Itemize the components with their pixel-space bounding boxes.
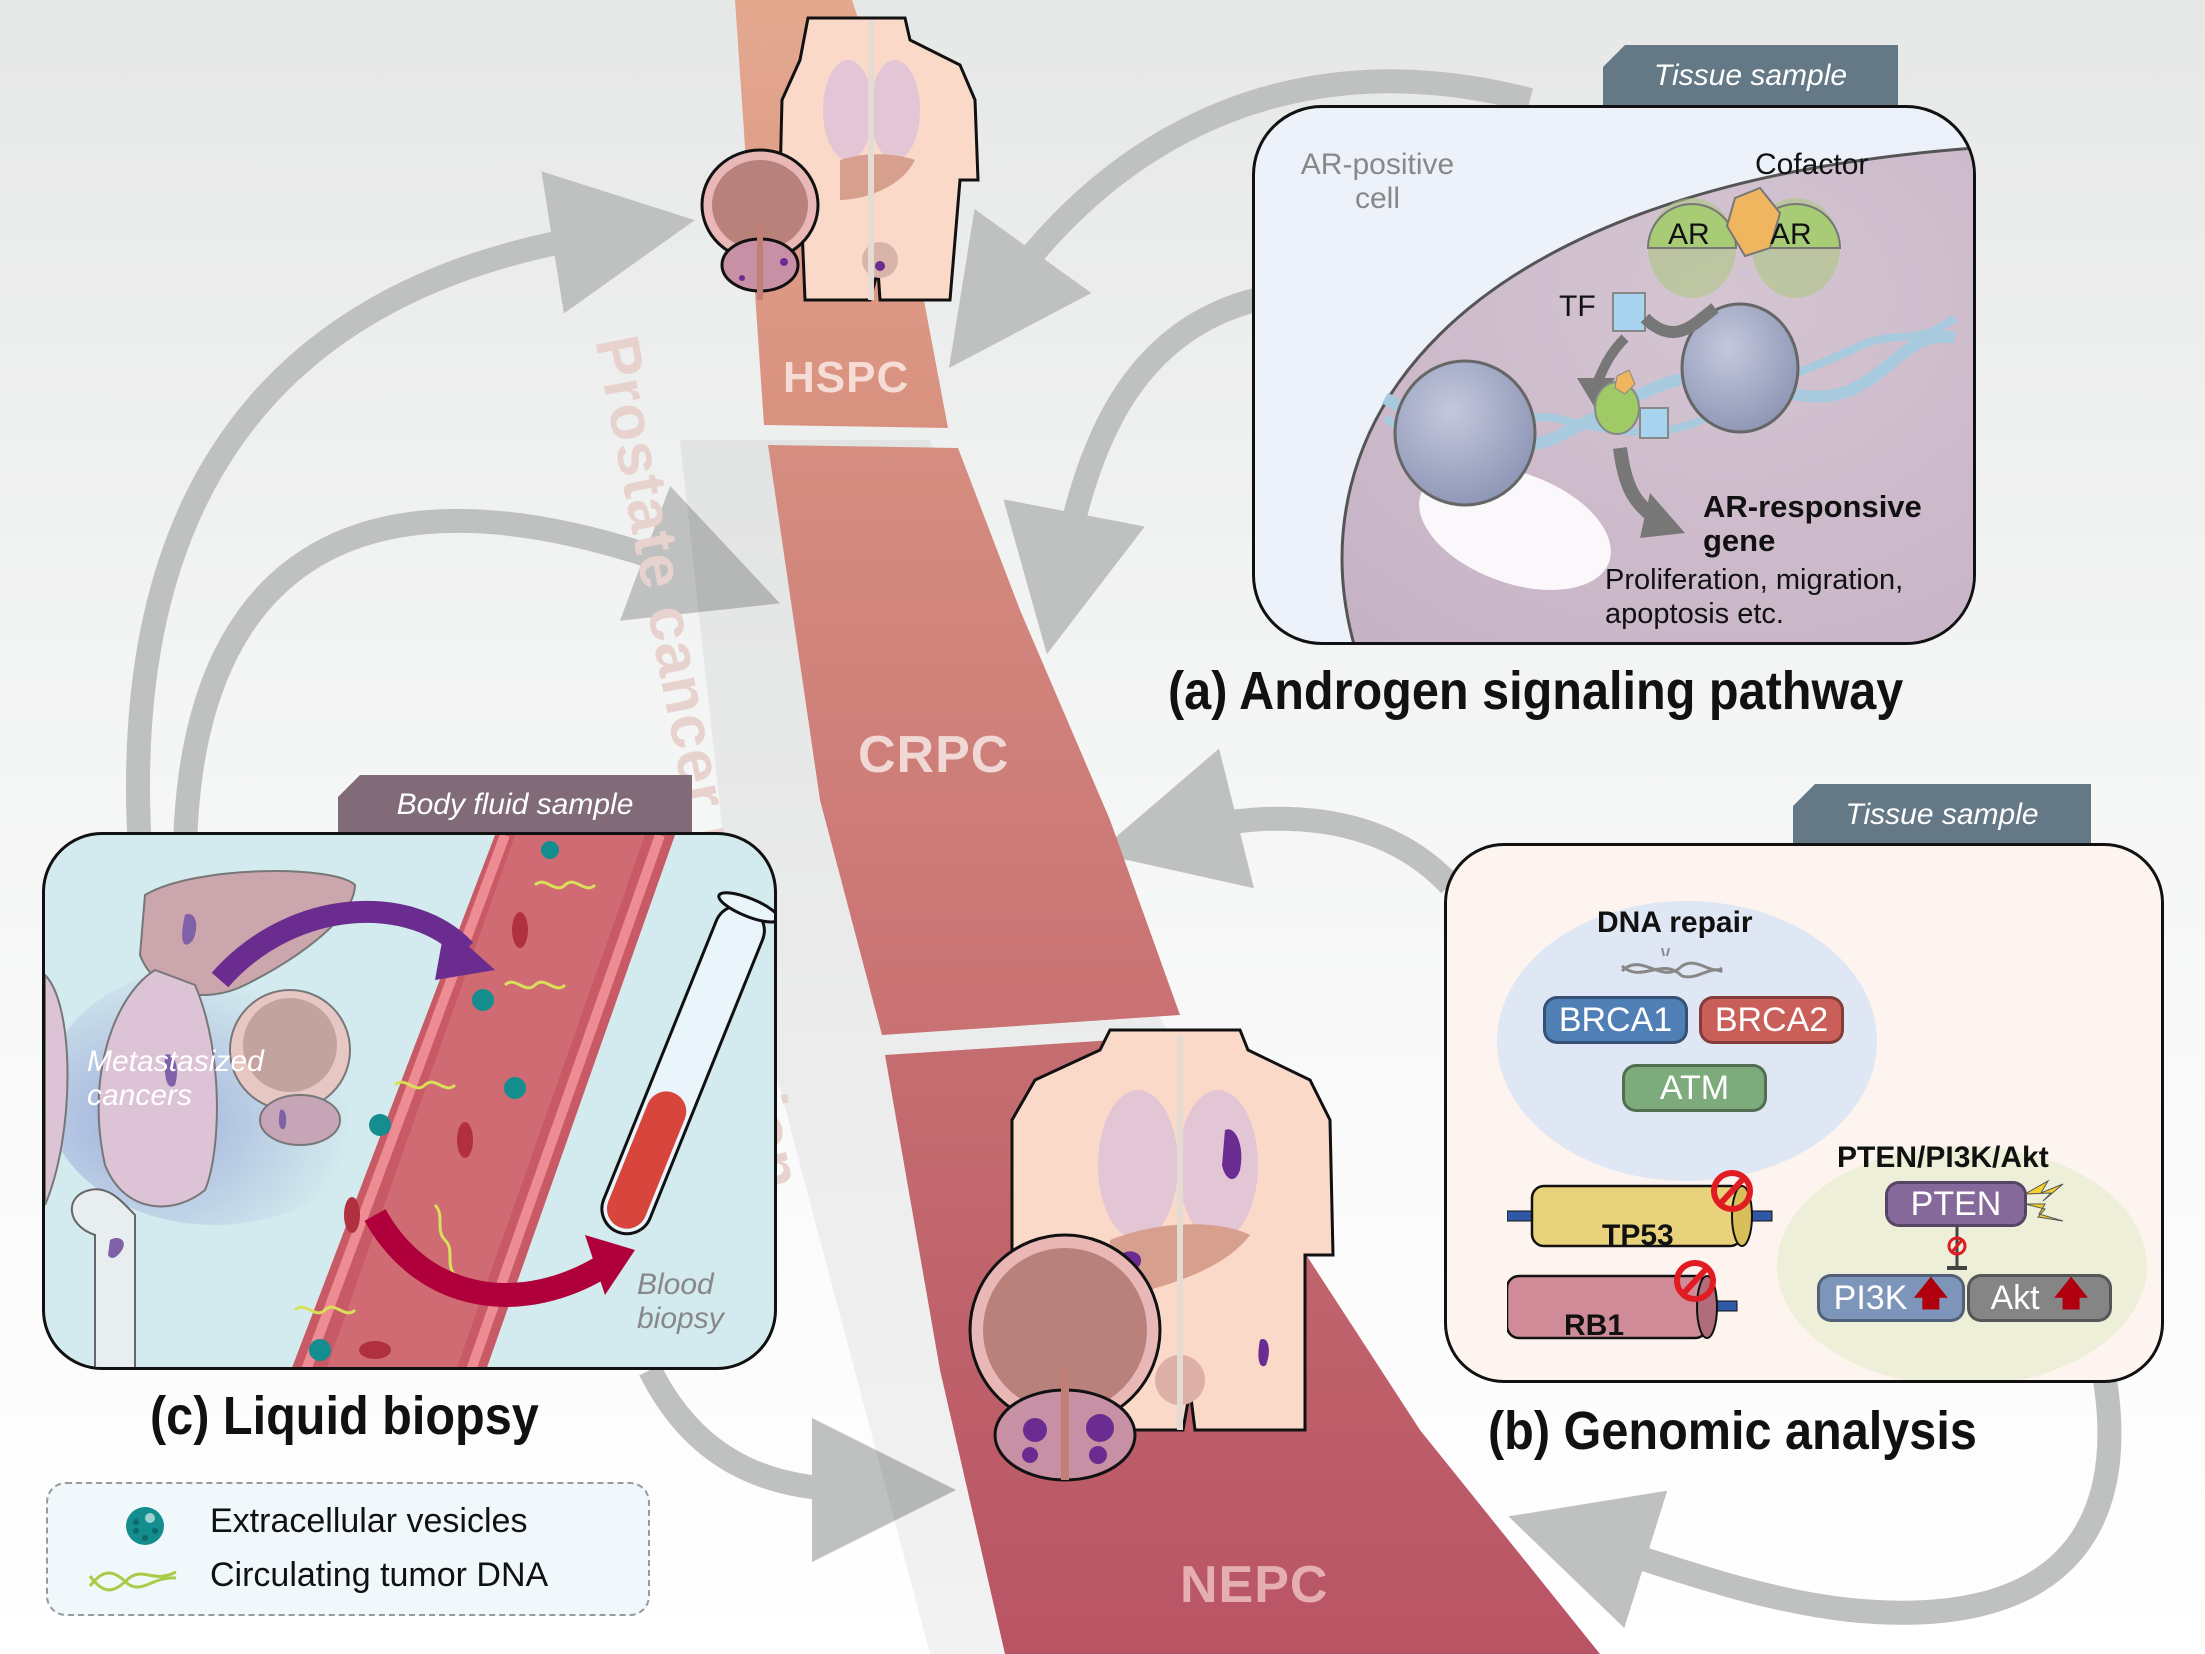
gene-pi3k: PI3K 🡅 [1817, 1274, 1965, 1322]
panel-c-tag: Body fluid sample [338, 775, 692, 835]
panel-a-tag: Tissue sample [1603, 45, 1898, 107]
arrow-genomic-to-crpc [1096, 748, 1459, 894]
sampling-arrow [364, 1208, 612, 1307]
red-blood-cell-icon [344, 1197, 360, 1233]
panel-c-title: (c) Liquid biopsy [150, 1386, 539, 1446]
extracellular-vesicle-icon [126, 1507, 164, 1545]
arrow-liquid-to-nepc [639, 1364, 956, 1562]
panel-b-title: (b) Genomic analysis [1488, 1401, 1977, 1461]
mutation-lightning-icon [2024, 1179, 2064, 1222]
panel-liquid-biopsy: Metastasized cancers Blood biopsy [42, 832, 777, 1370]
arrow-androgen-to-hspc [948, 69, 1534, 368]
vesicle-icon [472, 989, 494, 1011]
histone-left-icon [1393, 359, 1537, 507]
panel-a-title: (a) Androgen signaling pathway [1168, 661, 1904, 721]
vesicle-icon [541, 841, 559, 859]
red-blood-cell-icon [512, 912, 528, 948]
cofactor-label: Cofactor [1755, 148, 1869, 181]
stage-label-nepc: NEPC [1180, 1556, 1329, 1614]
legend-label-ctdna: Circulating tumor DNA [210, 1556, 549, 1594]
prostate-icon [229, 989, 351, 1146]
ctdna-icon [393, 1080, 457, 1090]
ar-label-left: AR [1668, 218, 1710, 251]
cofactor-icon [1725, 186, 1782, 258]
liquid-biopsy-illustration [45, 835, 774, 1367]
upregulated-arrow-icon: 🡅 [1913, 1274, 1949, 1313]
nucleus-illustration [1340, 146, 1973, 642]
metastasized-cancers-label: Metastasized cancers [87, 1045, 264, 1112]
gene-rb1-label: RB1 [1564, 1309, 1625, 1342]
gene-tp53-label: TP53 [1602, 1219, 1674, 1252]
gene-atm: ATM [1622, 1064, 1767, 1112]
gene-tp53-icon [1507, 1170, 1773, 1248]
panel-genomic-analysis: DNA repair BRCA1 BRCA2 ATM PTEN/PI3K/Akt… [1444, 843, 2164, 1383]
gene-akt: Akt 🡅 [1967, 1274, 2112, 1322]
pten-pathway-heading: PTEN/PI3K/Akt [1837, 1141, 2049, 1174]
prostate-hspc-icon [700, 148, 820, 300]
metastasis-arrow [211, 900, 474, 988]
legend-label-vesicles: Extracellular vesicles [210, 1502, 528, 1540]
ctdna-icon [293, 1305, 357, 1315]
stage-label-crpc: CRPC [858, 726, 1010, 784]
panel-b-tag: Tissue sample [1793, 784, 2091, 846]
gene-brca1: BRCA1 [1543, 996, 1688, 1044]
ctdna-icon [533, 880, 597, 890]
ar-positive-cell-label: AR-positive cell [1300, 148, 1455, 215]
vesicle-icon [504, 1077, 526, 1099]
damaged-dna-icon [1620, 947, 1723, 979]
legend: Extracellular vesicles Circulating tumor… [46, 1482, 650, 1616]
stage-crpc-band [768, 445, 1180, 1035]
upregulated-arrow-icon: 🡅 [2053, 1274, 2089, 1313]
dna-repair-heading: DNA repair [1597, 906, 1753, 939]
tf-icon [1612, 292, 1646, 332]
ctdna-icon [88, 1570, 177, 1592]
histone-right-icon [1680, 302, 1800, 434]
bone-icon [70, 1188, 136, 1367]
inhibition-blocked-icon [1947, 1226, 1967, 1270]
red-blood-cell-icon [457, 1122, 473, 1158]
ar-label-right: AR [1770, 218, 1812, 251]
tumor-suppressor-genes [1507, 1170, 1773, 1340]
red-blood-cell-icon [359, 1341, 391, 1359]
ar-responsive-gene-label: AR-responsive gene [1703, 489, 1922, 558]
lung-icon [97, 968, 218, 1208]
arrow-liquid-to-crpc [173, 485, 781, 851]
gene-brca2: BRCA2 [1699, 996, 1844, 1044]
gene-rb1-icon [1507, 1260, 1738, 1340]
gene-pten: PTEN [1885, 1181, 2027, 1227]
vesicle-icon [369, 1114, 391, 1136]
prostate-nepc-icon [968, 1233, 1162, 1482]
ar-effects-label: Proliferation, migration, apoptosis etc. [1605, 564, 1904, 630]
blood-biopsy-label: Blood biopsy [637, 1268, 724, 1335]
blood-tube-icon [600, 891, 774, 1236]
ctdna-icon [503, 980, 567, 990]
arrow-liquid-to-hspc [126, 171, 695, 851]
vesicle-icon [309, 1339, 331, 1361]
torso-hspc-icon [778, 16, 980, 302]
stage-label-hspc: HSPC [783, 353, 910, 402]
ctdna-icon [433, 1203, 457, 1277]
panel-androgen-signaling: AR-positive cell Cofactor AR AR TF AR-re… [1252, 105, 1976, 645]
arrow-androgen-to-crpc [1003, 288, 1259, 655]
arrow-genomic-to-nepc [1508, 1378, 2122, 1629]
tf-label: TF [1559, 290, 1596, 323]
